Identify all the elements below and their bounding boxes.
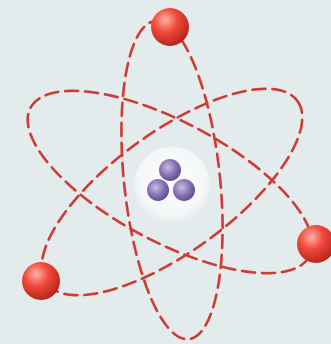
electron-top [151,8,189,46]
nucleus-particle-top [159,159,181,181]
electron-bottom-left [22,262,60,300]
nucleus-particle-left [147,179,169,201]
nucleus-shell [134,147,210,223]
nucleus-particle-right [173,179,195,201]
